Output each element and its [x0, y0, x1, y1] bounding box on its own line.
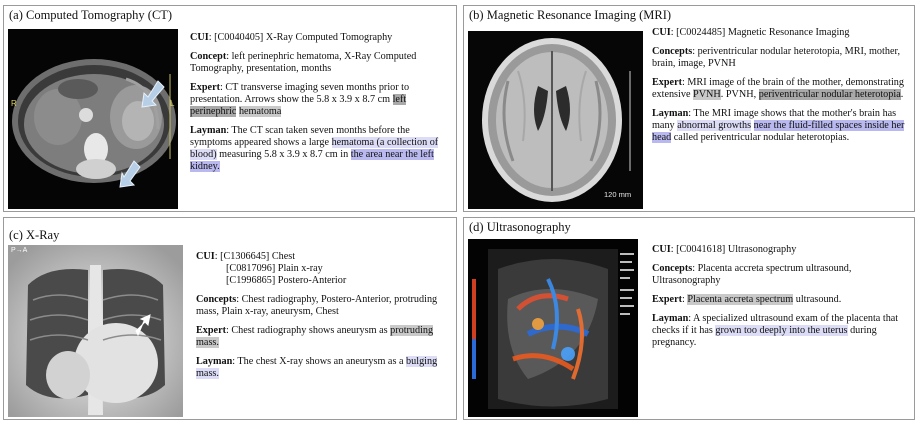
ultrasound-text: CUI: [C0041618] Ultrasonography Concepts… [652, 244, 902, 356]
ct-left-marker: L [170, 99, 175, 108]
ct-concept: Concept: left perinephric hematoma, X-Ra… [190, 51, 417, 74]
xray-image: P→A [8, 245, 183, 417]
panel-ultrasound: (d) Ultrasonography [463, 217, 915, 420]
panel-mri: (b) Magnetic Resonance Imaging (MRI) 120… [463, 5, 915, 212]
panel-title: (c) X-Ray [9, 228, 60, 242]
panel-ct: (a) Computed Tomography (CT) R L CUI: [C… [3, 5, 457, 212]
us-concept: Concepts: Placenta accreta spectrum ultr… [652, 263, 852, 286]
mri-expert: Expert: MRI image of the brain of the mo… [652, 77, 904, 100]
panel-title: (a) Computed Tomography (CT) [9, 8, 173, 22]
mri-concept: Concepts: periventricular nodular hetero… [652, 46, 900, 69]
us-cui: CUI: [C0041618] Ultrasonography [652, 244, 797, 255]
xray-concept: Concepts: Chest radiography, Postero-Ant… [196, 294, 438, 317]
arrow-marker [141, 80, 165, 108]
xray-layman: Layman: The chest X-ray shows an aneurys… [196, 356, 438, 379]
xray-orientation-marker: P→A [11, 247, 28, 254]
panel-title: (b) Magnetic Resonance Imaging (MRI) [469, 8, 672, 22]
mri-layman: Layman: The MRI image shows that the mot… [652, 108, 905, 143]
xray-text: CUI: [C1306645] Chest[C0817096] Plain x-… [196, 251, 446, 387]
ultrasound-image [468, 239, 638, 417]
mri-cui: CUI: [C0024485] Magnetic Resonance Imagi… [652, 27, 850, 38]
mri-scale-label: 120 mm [604, 190, 632, 199]
ct-layman: Layman: The CT scan taken seven months b… [190, 125, 439, 172]
arrow-marker [135, 314, 151, 337]
us-expert: Expert: Placenta accreta spectrum ultras… [652, 294, 842, 305]
ct-scan-image: R L [8, 29, 178, 209]
ct-text: CUI: [C0040405] X-Ray Computed Tomograph… [190, 32, 442, 180]
ct-right-marker: R [11, 99, 17, 108]
arrow-marker [119, 160, 141, 188]
panel-title: (d) Ultrasonography [469, 220, 571, 234]
xray-cui: CUI: [C1306645] Chest[C0817096] Plain x-… [196, 251, 347, 286]
xray-expert: Expert: Chest radiography shows aneurysm… [196, 325, 434, 348]
ct-expert: Expert: CT transverse imaging seven mont… [190, 82, 410, 117]
mri-scan-image: 120 mm [468, 31, 643, 209]
ct-cui: CUI: [C0040405] X-Ray Computed Tomograph… [190, 32, 393, 43]
us-layman: Layman: A specialized ultrasound exam of… [652, 313, 899, 348]
panel-xray: (c) X-Ray P→A CUI: [C1306645] Chest[C0 [3, 217, 457, 420]
mri-text: CUI: [C0024485] Magnetic Resonance Imagi… [652, 27, 910, 151]
